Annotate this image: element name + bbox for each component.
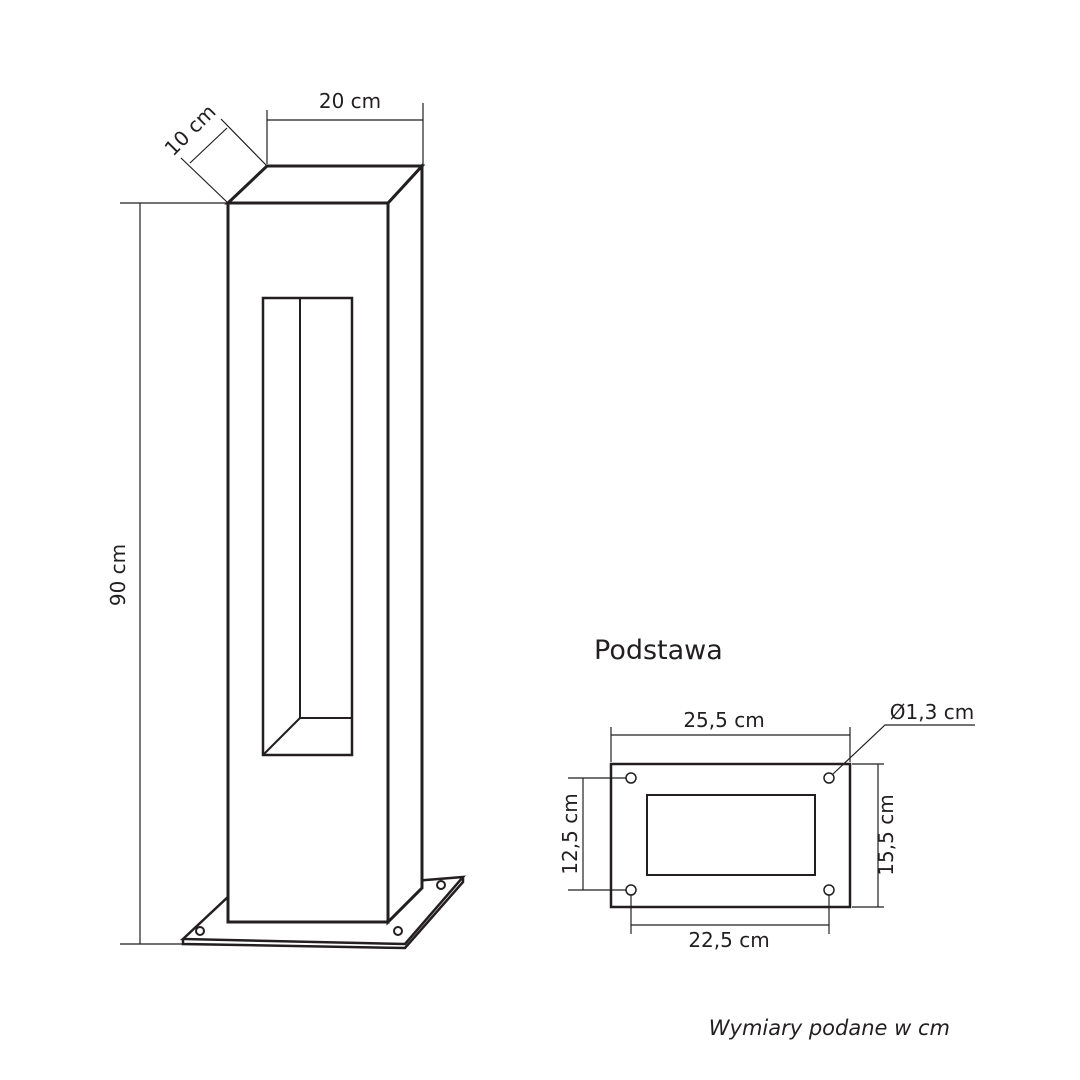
plate-hole — [195, 926, 205, 936]
lamp-height-label: 90 cm — [106, 544, 130, 606]
lamp-right-face — [386, 162, 424, 926]
base-opening — [646, 794, 816, 876]
footnote: Wymiary podane w cm — [709, 1016, 950, 1040]
base-hole-spacing-vertical-label: 12,5 cm — [558, 793, 582, 874]
base-plate-edge — [181, 877, 465, 950]
base-dimension-lines — [568, 724, 975, 934]
base-title: Podstawa — [594, 635, 723, 666]
base-width-label: 25,5 cm — [683, 708, 764, 732]
base-plan-drawing — [609, 762, 852, 909]
base-height-label: 15,5 cm — [874, 794, 898, 875]
lamp-top-face — [224, 164, 426, 205]
light-window-bevel — [262, 717, 301, 756]
base-outline — [609, 762, 852, 909]
base-hole-spacing-horizontal-label: 22,5 cm — [688, 928, 769, 952]
plate-hole — [436, 880, 446, 890]
base-hole — [823, 772, 835, 784]
lamp-dimension-lines — [120, 103, 424, 945]
base-hole — [625, 772, 637, 784]
lamp-width-label: 20 cm — [319, 89, 381, 113]
base-hole — [823, 884, 835, 896]
light-window — [261, 296, 354, 757]
plate-hole — [393, 926, 403, 936]
lamp-front-face — [226, 201, 390, 924]
base-hole-diameter-label: Ø1,3 cm — [890, 700, 974, 724]
lamp-depth-label: 10 cm — [160, 100, 221, 161]
base-hole — [625, 884, 637, 896]
bollard-lamp-drawing — [179, 162, 466, 950]
